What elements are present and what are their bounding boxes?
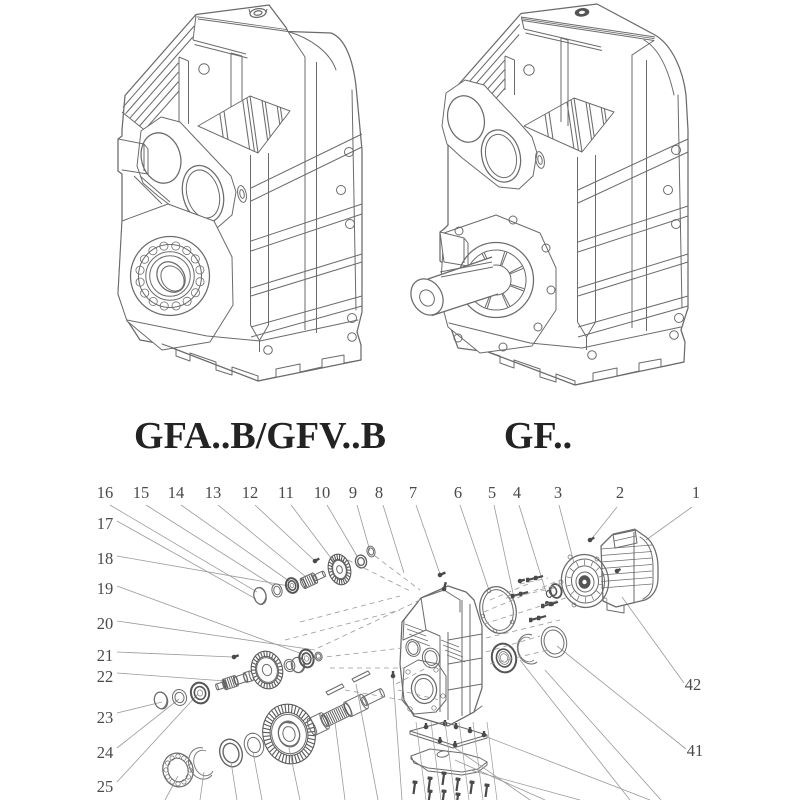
svg-text:5: 5 — [488, 483, 496, 502]
svg-text:3: 3 — [554, 483, 562, 502]
svg-text:11: 11 — [278, 483, 294, 502]
svg-text:16: 16 — [97, 483, 114, 502]
svg-text:1: 1 — [692, 483, 700, 502]
svg-text:9: 9 — [349, 483, 357, 502]
svg-text:19: 19 — [97, 579, 114, 598]
svg-text:10: 10 — [314, 483, 331, 502]
svg-text:24: 24 — [97, 743, 114, 762]
svg-text:7: 7 — [409, 483, 417, 502]
svg-text:4: 4 — [513, 483, 521, 502]
svg-text:42: 42 — [685, 675, 702, 694]
svg-text:23: 23 — [97, 708, 114, 727]
svg-text:41: 41 — [687, 741, 704, 760]
svg-text:6: 6 — [454, 483, 462, 502]
svg-text:GF..: GF.. — [504, 415, 572, 457]
svg-text:14: 14 — [168, 483, 185, 502]
svg-text:17: 17 — [97, 514, 114, 533]
svg-text:25: 25 — [97, 777, 114, 796]
svg-text:2: 2 — [616, 483, 624, 502]
svg-text:15: 15 — [133, 483, 150, 502]
svg-text:18: 18 — [97, 549, 114, 568]
svg-text:GFA..B/GFV..B: GFA..B/GFV..B — [134, 415, 386, 457]
svg-text:20: 20 — [97, 614, 114, 633]
svg-text:8: 8 — [375, 483, 383, 502]
svg-text:13: 13 — [205, 483, 222, 502]
svg-text:21: 21 — [97, 646, 114, 665]
svg-text:12: 12 — [242, 483, 259, 502]
svg-text:22: 22 — [97, 667, 114, 686]
